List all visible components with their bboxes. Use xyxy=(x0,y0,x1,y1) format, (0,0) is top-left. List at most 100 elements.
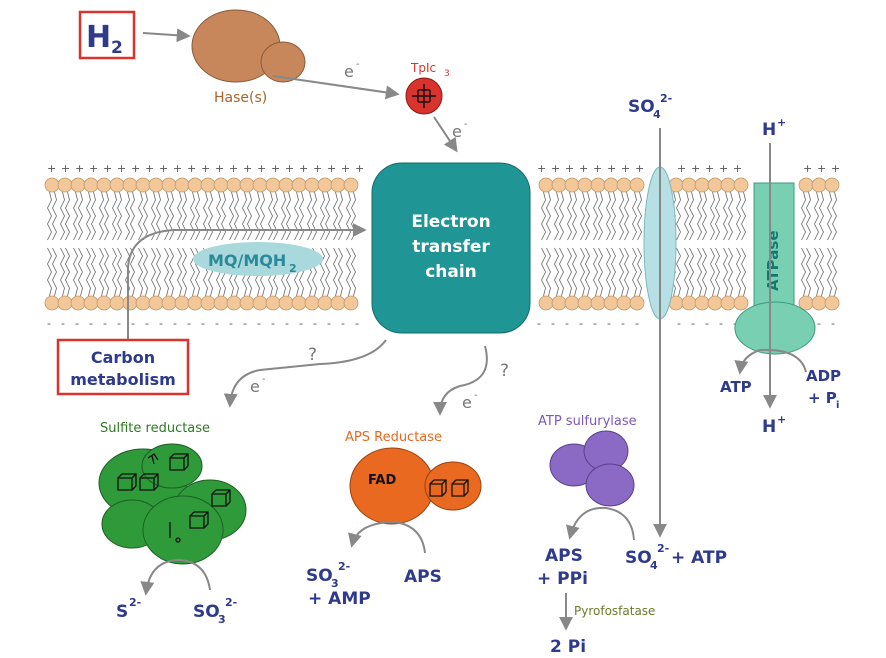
plus-sign: + xyxy=(817,162,826,175)
lipid-tail xyxy=(112,191,117,241)
lipid-tail xyxy=(819,247,824,297)
lipid-tail xyxy=(260,191,265,241)
lipid-tail xyxy=(567,247,572,297)
minus-sign: - xyxy=(817,317,821,330)
lipid-tail xyxy=(546,191,551,241)
lipid-tail xyxy=(585,191,590,241)
lipid-tail xyxy=(78,191,83,241)
so3-left-subscript: 3 xyxy=(218,613,226,626)
lipid-tail xyxy=(169,191,174,241)
lipid-tail xyxy=(611,247,616,297)
lipid-tail xyxy=(806,191,811,241)
lipid-head xyxy=(343,177,359,193)
lipid-tail xyxy=(143,191,148,241)
lipid-tail xyxy=(814,191,819,241)
lipid-head xyxy=(590,177,606,193)
sulfite-to-sulfide-arrow xyxy=(140,558,211,596)
membrane: +++++++++++++++++++++++++++++++++++++++ … xyxy=(44,162,840,330)
lipid-tail xyxy=(827,191,832,241)
atp-label: ATP xyxy=(720,378,752,396)
lipid-tail xyxy=(741,191,746,241)
minus-sign: - xyxy=(201,317,205,330)
lipid-tail xyxy=(60,247,65,297)
lipid-heads-bottom xyxy=(44,295,840,311)
lipid-tail xyxy=(130,247,135,297)
plus-sign: + xyxy=(215,162,224,175)
aps-fe-s-cluster-icons xyxy=(429,479,469,497)
lipid-tail xyxy=(320,191,325,241)
e-minus-sup-3: - xyxy=(262,374,266,385)
e-minus-sup-2: - xyxy=(464,119,468,130)
minus-sign: - xyxy=(733,317,737,330)
lipid-tail xyxy=(554,191,559,241)
minus-sign: - xyxy=(691,317,695,330)
lipid-tail xyxy=(554,247,559,297)
lipid-tail xyxy=(73,247,78,297)
lipid-head xyxy=(551,295,567,311)
lipid-tail xyxy=(99,247,104,297)
lipid-tail xyxy=(208,191,213,241)
lipid-tail xyxy=(60,191,65,241)
lipid-head xyxy=(122,295,138,311)
lipid-tail xyxy=(697,191,702,241)
lipid-tail xyxy=(684,191,689,241)
lipid-tail xyxy=(598,247,603,297)
minus-sign: - xyxy=(621,317,625,330)
lipid-tail xyxy=(606,191,611,241)
lipid-tail xyxy=(637,191,642,241)
lipid-tail xyxy=(195,191,200,241)
plus-sign: + xyxy=(285,162,294,175)
so3-amp-superscript: 2- xyxy=(338,560,350,573)
lipid-head xyxy=(330,177,346,193)
lipid-head xyxy=(720,177,736,193)
lipid-tail xyxy=(346,191,351,241)
minus-sign: - xyxy=(299,317,303,330)
minus-sign: - xyxy=(677,317,681,330)
so4-atp-rest: + ATP xyxy=(671,548,727,568)
lipid-head xyxy=(317,177,333,193)
plus-sign: + xyxy=(635,162,644,175)
lipid-head xyxy=(239,177,255,193)
lipid-head xyxy=(70,295,86,311)
plus-sign: + xyxy=(47,162,56,175)
tpic3-cytochrome: TpIc 3 xyxy=(405,61,450,115)
lipid-tail xyxy=(624,191,629,241)
h2-to-hase-arrow xyxy=(142,28,191,43)
plus-sign: + xyxy=(313,162,322,175)
fe-s-cluster-icons xyxy=(117,453,231,543)
etc-label-line2: transfer xyxy=(412,237,490,257)
hydrogenase: Hase(s) xyxy=(191,9,306,106)
lipid-tail xyxy=(47,191,52,241)
lipid-head xyxy=(681,295,697,311)
lipid-tail xyxy=(117,247,122,297)
minus-sign: - xyxy=(145,317,149,330)
lipid-head xyxy=(291,295,307,311)
lipid-head xyxy=(187,295,203,311)
lipid-tail xyxy=(130,191,135,241)
so4-atp-superscript: 2- xyxy=(657,542,669,555)
atpase-label: ATPase xyxy=(764,231,782,292)
plus-sign: + xyxy=(355,162,364,175)
plus-sign: + xyxy=(719,162,728,175)
lipid-head xyxy=(629,295,645,311)
lipid-tail xyxy=(728,191,733,241)
lipid-head xyxy=(239,295,255,311)
etc-to-aps-reductase-arrow xyxy=(433,345,488,416)
lipid-head xyxy=(57,295,73,311)
minus-sign: - xyxy=(173,317,177,330)
lipid-head xyxy=(824,295,840,311)
lipid-head xyxy=(317,295,333,311)
lipid-head xyxy=(551,177,567,193)
lipid-tail xyxy=(585,247,590,297)
lipid-tail xyxy=(637,247,642,297)
lipid-tail xyxy=(580,247,585,297)
lipid-head xyxy=(174,177,190,193)
lipid-tail xyxy=(819,191,824,241)
lipid-tail xyxy=(338,191,343,241)
etc-label-line3: chain xyxy=(425,262,477,282)
e-minus-label-3: e xyxy=(250,377,260,396)
minus-sign: - xyxy=(705,317,709,330)
lipid-tail xyxy=(65,247,70,297)
plus-sign: + xyxy=(831,162,840,175)
h2-label: H xyxy=(86,20,111,55)
